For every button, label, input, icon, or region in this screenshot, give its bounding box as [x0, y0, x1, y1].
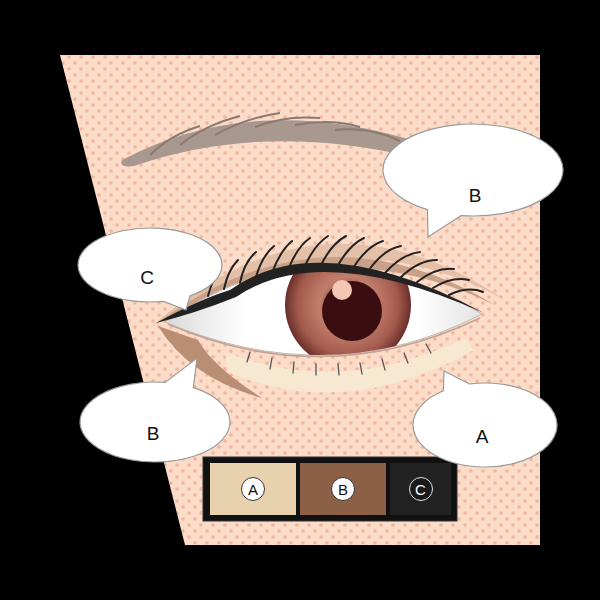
callout-letter: C	[140, 268, 154, 288]
upper-lashes	[208, 236, 483, 296]
bubble-outline	[80, 382, 230, 462]
callout-bubble: C	[78, 228, 222, 302]
callout-letter: A	[476, 427, 489, 447]
eyebrow-hairs	[150, 113, 400, 155]
callout-bubble: B	[80, 382, 230, 462]
palette-frame	[203, 457, 457, 521]
callout-bubble: B	[383, 124, 563, 216]
lash	[240, 252, 256, 283]
pupil	[322, 281, 382, 341]
lash	[401, 260, 437, 277]
lash	[360, 363, 362, 374]
swatch-letter: A	[241, 477, 265, 501]
lash	[338, 364, 339, 375]
lash	[382, 359, 385, 370]
swatch-letter: C	[409, 477, 433, 501]
bubble-shape	[78, 228, 222, 310]
callout-letter: B	[469, 186, 482, 206]
color-swatch: A	[210, 463, 296, 515]
lash	[315, 364, 316, 375]
lash	[369, 246, 401, 270]
lash	[247, 352, 250, 362]
lash	[426, 344, 431, 353]
bubble-shape	[413, 371, 557, 467]
lash	[224, 260, 238, 289]
callout-bubble: A	[413, 383, 557, 467]
lash	[353, 241, 383, 268]
lash	[288, 238, 310, 270]
lash	[385, 252, 420, 273]
bubble-shape	[80, 358, 230, 462]
bubble-outline	[413, 383, 557, 467]
lash	[449, 290, 483, 295]
color-swatch: C	[390, 463, 451, 515]
lash	[320, 236, 346, 267]
lower-lashes	[247, 344, 431, 375]
lower-lid	[168, 318, 480, 357]
lash	[404, 353, 408, 363]
lash	[304, 236, 328, 268]
callout-letter: B	[147, 424, 160, 444]
bubble-shape	[383, 124, 563, 237]
swatch-letter: B	[331, 477, 355, 501]
lash	[337, 238, 364, 267]
bubble-outline	[78, 228, 222, 302]
highlight	[332, 280, 352, 300]
color-swatch: B	[300, 463, 386, 515]
lash	[270, 358, 272, 369]
lash	[293, 362, 294, 373]
eyebrow	[121, 113, 417, 166]
lash	[433, 279, 469, 288]
